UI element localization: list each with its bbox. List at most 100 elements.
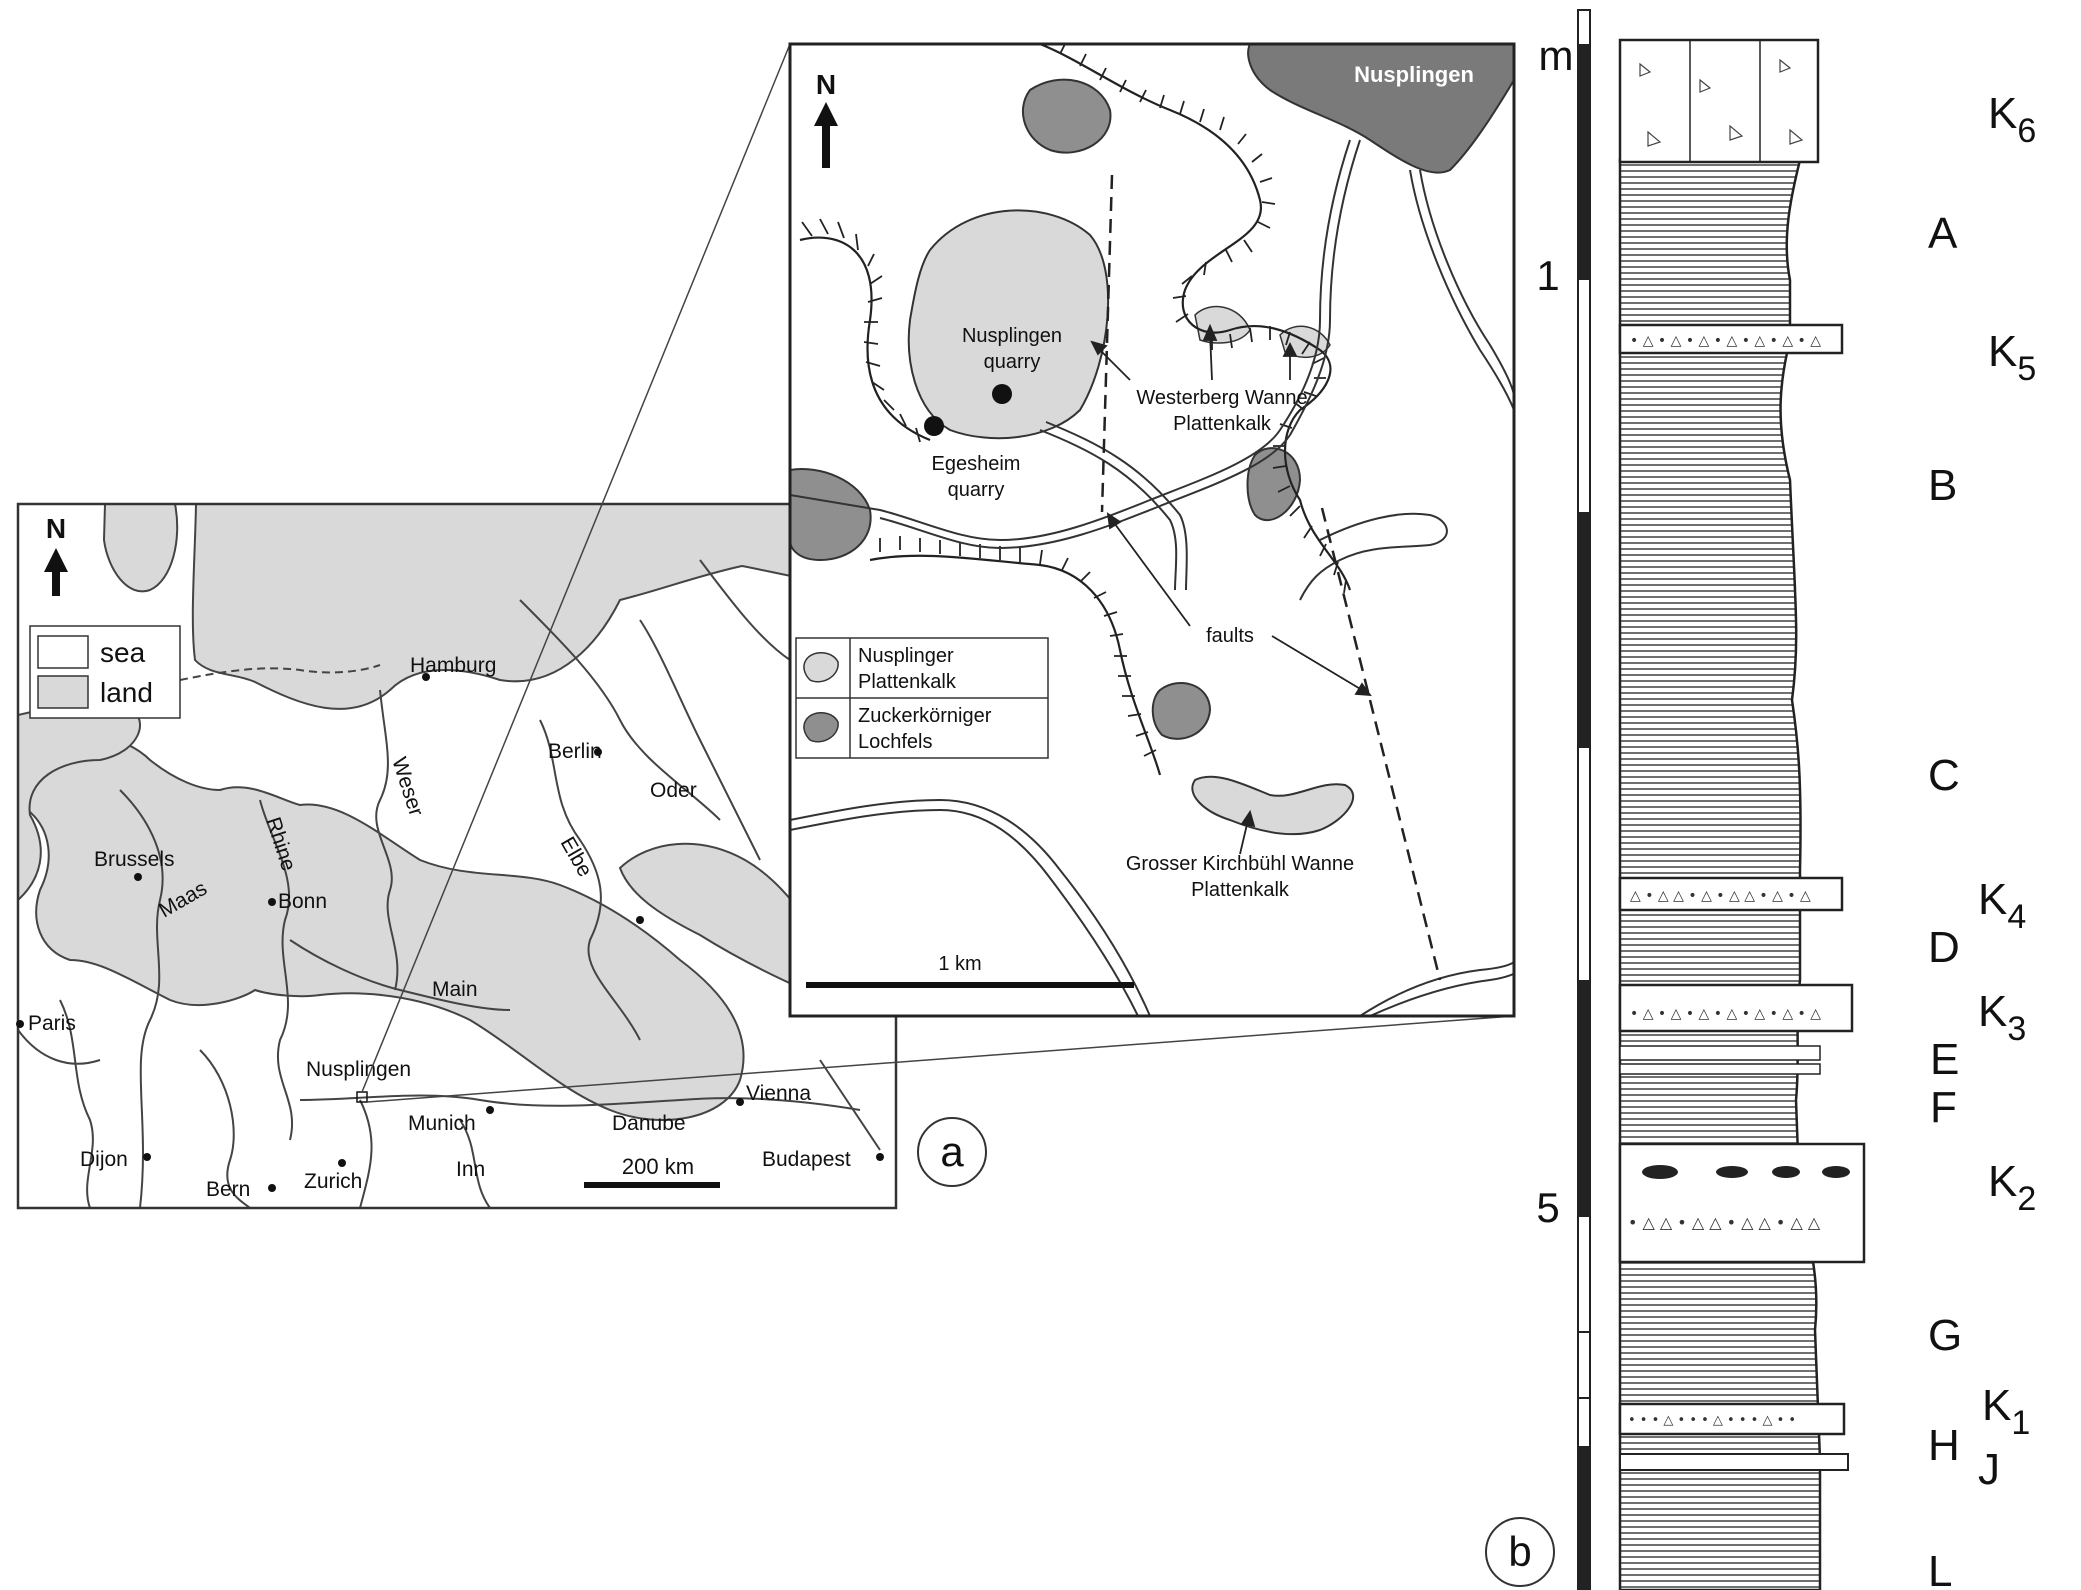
city-zurich: Zurich <box>304 1170 362 1193</box>
roads <box>790 139 1514 1016</box>
layer-A: A <box>1928 209 1958 258</box>
city-labels: Hamburg Berlin Brussels Bonn Paris Nuspl… <box>28 654 851 1201</box>
nusplingen-quarry-line1: Nusplingen <box>962 325 1062 347</box>
panel-label-a: a <box>917 1117 987 1187</box>
layer-K5: K5 <box>1988 327 2036 388</box>
legend-land-label: land <box>100 677 153 708</box>
detail-lochfels-1 <box>1021 78 1112 154</box>
river-inn: Inn <box>456 1158 485 1181</box>
land-small-island <box>102 504 179 593</box>
city-brussels: Brussels <box>94 848 175 871</box>
panel-label-b: b <box>1485 1517 1555 1587</box>
layer-K1: K1 <box>1982 1381 2030 1442</box>
city-berlin: Berlin <box>548 740 602 763</box>
land-scandinavia <box>191 504 896 710</box>
layer-D: D <box>1928 923 1960 972</box>
detail-scale-label: 1 km <box>938 953 981 975</box>
overview-scale-bar: 200 km <box>584 1154 720 1188</box>
city-markers <box>16 673 884 1192</box>
svg-text:• △ • △ • △ • △ • △ • △ • △: • △ • △ • △ • △ • △ • △ • △ <box>1630 333 1821 349</box>
grosser-line2: Plattenkalk <box>1191 879 1290 901</box>
section-tick-5: 5 <box>1536 1184 1559 1231</box>
detail-scale-bar: 1 km <box>806 953 1134 988</box>
city-paris: Paris <box>28 1012 76 1035</box>
section-scale-column <box>1577 9 1591 1590</box>
detail-grosser-area <box>1191 775 1355 836</box>
detail-nusplingen-quarry-area <box>907 209 1110 440</box>
layer-K6: K6 <box>1988 89 2036 150</box>
legend-plattenkalk-line1: Nusplinger <box>858 645 954 667</box>
overview-legend: sea land <box>29 625 181 719</box>
legend-sea-label: sea <box>100 637 146 668</box>
svg-text:• • • △ • • • △ • • • △ • •: • • • △ • • • △ • • • △ • • <box>1628 1413 1796 1428</box>
land-central-massif <box>18 718 745 1121</box>
overview-north-arrow: N <box>44 513 68 596</box>
escarpment-ticks <box>801 44 1347 757</box>
detail-legend: Nusplinger Plattenkalk Zuckerkörniger Lo… <box>795 637 1049 759</box>
detail-north-label: N <box>816 69 836 100</box>
inset-connectors <box>361 43 1515 1103</box>
layer-K3: K3 <box>1978 987 2026 1048</box>
river-main: Main <box>432 978 478 1001</box>
grosser-line1: Grosser Kirchbühl Wanne <box>1126 853 1354 875</box>
overview-map: N sea land Hamburg Berlin Brussels Bonn <box>16 502 987 1210</box>
city-dijon: Dijon <box>80 1148 128 1171</box>
layer-B: B <box>1928 461 1957 510</box>
stratigraphic-section: m 1 5 • △ • △ • △ • △ • △ • △ • △ △ • △ … <box>1485 9 2036 1590</box>
annotation-arrows <box>1090 323 1372 855</box>
detail-labels: Nusplingen quarry Egesheim quarry Wester… <box>932 325 1355 901</box>
river-elbe: Elbe <box>556 833 597 881</box>
detail-lochfels-4 <box>1151 681 1212 740</box>
layer-K2: K2 <box>1988 1157 2036 1218</box>
nusplingen-quarry-line2: quarry <box>984 351 1041 373</box>
svg-text:a: a <box>940 1128 964 1175</box>
detail-town-label: Nusplingen <box>1354 62 1474 87</box>
city-hamburg: Hamburg <box>410 654 496 677</box>
legend-plattenkalk-line2: Plattenkalk <box>858 671 957 693</box>
westerberg-line1: Westerberg Wanne <box>1136 387 1307 409</box>
westerberg-line2: Plattenkalk <box>1173 413 1272 435</box>
river-weser: Weser <box>387 754 428 818</box>
detail-north-arrow: N <box>814 69 838 168</box>
river-danube: Danube <box>612 1112 686 1135</box>
city-nusplingen: Nusplingen <box>306 1058 411 1081</box>
egesheim-quarry-line2: quarry <box>948 479 1005 501</box>
section-tick-1: 1 <box>1536 252 1559 299</box>
legend-lochfels-line2: Lochfels <box>858 731 933 753</box>
coastline-dashed <box>179 664 381 681</box>
river-oder: Oder <box>650 779 697 802</box>
detail-lochfels-2 <box>790 468 872 562</box>
layer-F: F <box>1930 1083 1957 1132</box>
city-bern: Bern <box>206 1178 250 1201</box>
svg-text:• △ △ • △ △ • △ △ • △ △: • △ △ • △ △ • △ △ • △ △ <box>1628 1213 1821 1232</box>
svg-text:• △ • △ • △ • △ • △ • △ • △: • △ • △ • △ • △ • △ • △ • △ <box>1630 1006 1821 1022</box>
layer-labels: K6 A K5 B C K4 D K3 E F K2 G K1 H J L <box>1928 89 2036 1590</box>
layer-C: C <box>1928 751 1960 800</box>
faults-label: faults <box>1206 625 1254 647</box>
detail-town-nusplingen <box>1247 44 1514 174</box>
layer-K4: K4 <box>1978 875 2026 936</box>
detail-map: N Nusplingen Nusplingen quarry Egesheim … <box>788 42 1516 1018</box>
egesheim-quarry-marker <box>924 416 944 436</box>
layer-J: J <box>1978 1445 2000 1494</box>
layer-L: L <box>1928 1547 1952 1590</box>
overview-scale-label: 200 km <box>622 1154 694 1179</box>
layer-G: G <box>1928 1311 1962 1360</box>
svg-text:△ • △ △ • △ • △ △ • △ • △: △ • △ △ • △ • △ △ • △ • △ <box>1630 888 1811 904</box>
legend-lochfels-line1: Zuckerkörniger <box>858 705 992 727</box>
city-vienna: Vienna <box>746 1082 811 1105</box>
section-log: • △ • △ • △ • △ • △ • △ • △ △ • △ △ • △ … <box>1618 38 1866 1590</box>
city-budapest: Budapest <box>762 1148 851 1171</box>
egesheim-quarry-line1: Egesheim <box>932 453 1021 475</box>
city-bonn: Bonn <box>278 890 327 913</box>
river-network <box>18 559 896 1208</box>
detail-frame <box>788 42 1516 1018</box>
section-unit: m <box>1539 32 1574 79</box>
city-munich: Munich <box>408 1112 476 1135</box>
faults-lines <box>1100 174 1442 981</box>
layer-E: E <box>1930 1035 1959 1084</box>
svg-text:b: b <box>1508 1528 1531 1575</box>
overview-north-label: N <box>46 513 66 544</box>
nusplingen-quarry-marker <box>992 384 1012 404</box>
